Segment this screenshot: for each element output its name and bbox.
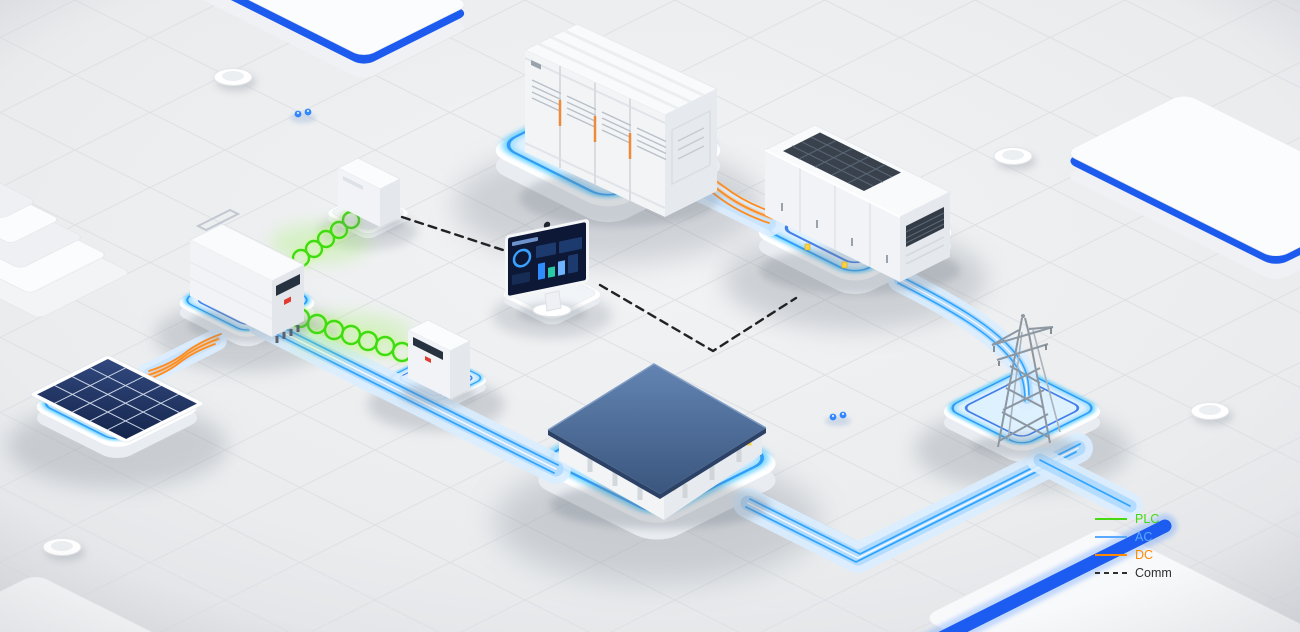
legend: PLC AC DC Comm xyxy=(1094,512,1172,580)
legend-item-dc: DC xyxy=(1094,548,1172,562)
comm-line-sample xyxy=(1095,572,1127,574)
legend-label-dc: DC xyxy=(1135,548,1154,562)
legend-label-comm: Comm xyxy=(1135,566,1172,580)
legend-item-plc: PLC xyxy=(1094,512,1172,526)
plc-line-sample xyxy=(1095,518,1127,520)
legend-label-ac: AC xyxy=(1135,530,1153,544)
legend-item-comm: Comm xyxy=(1094,566,1172,580)
dc-line-sample xyxy=(1095,554,1127,556)
legend-item-ac: AC xyxy=(1094,530,1172,544)
ac-line-sample xyxy=(1095,536,1127,538)
legend-label-plc: PLC xyxy=(1135,512,1160,526)
